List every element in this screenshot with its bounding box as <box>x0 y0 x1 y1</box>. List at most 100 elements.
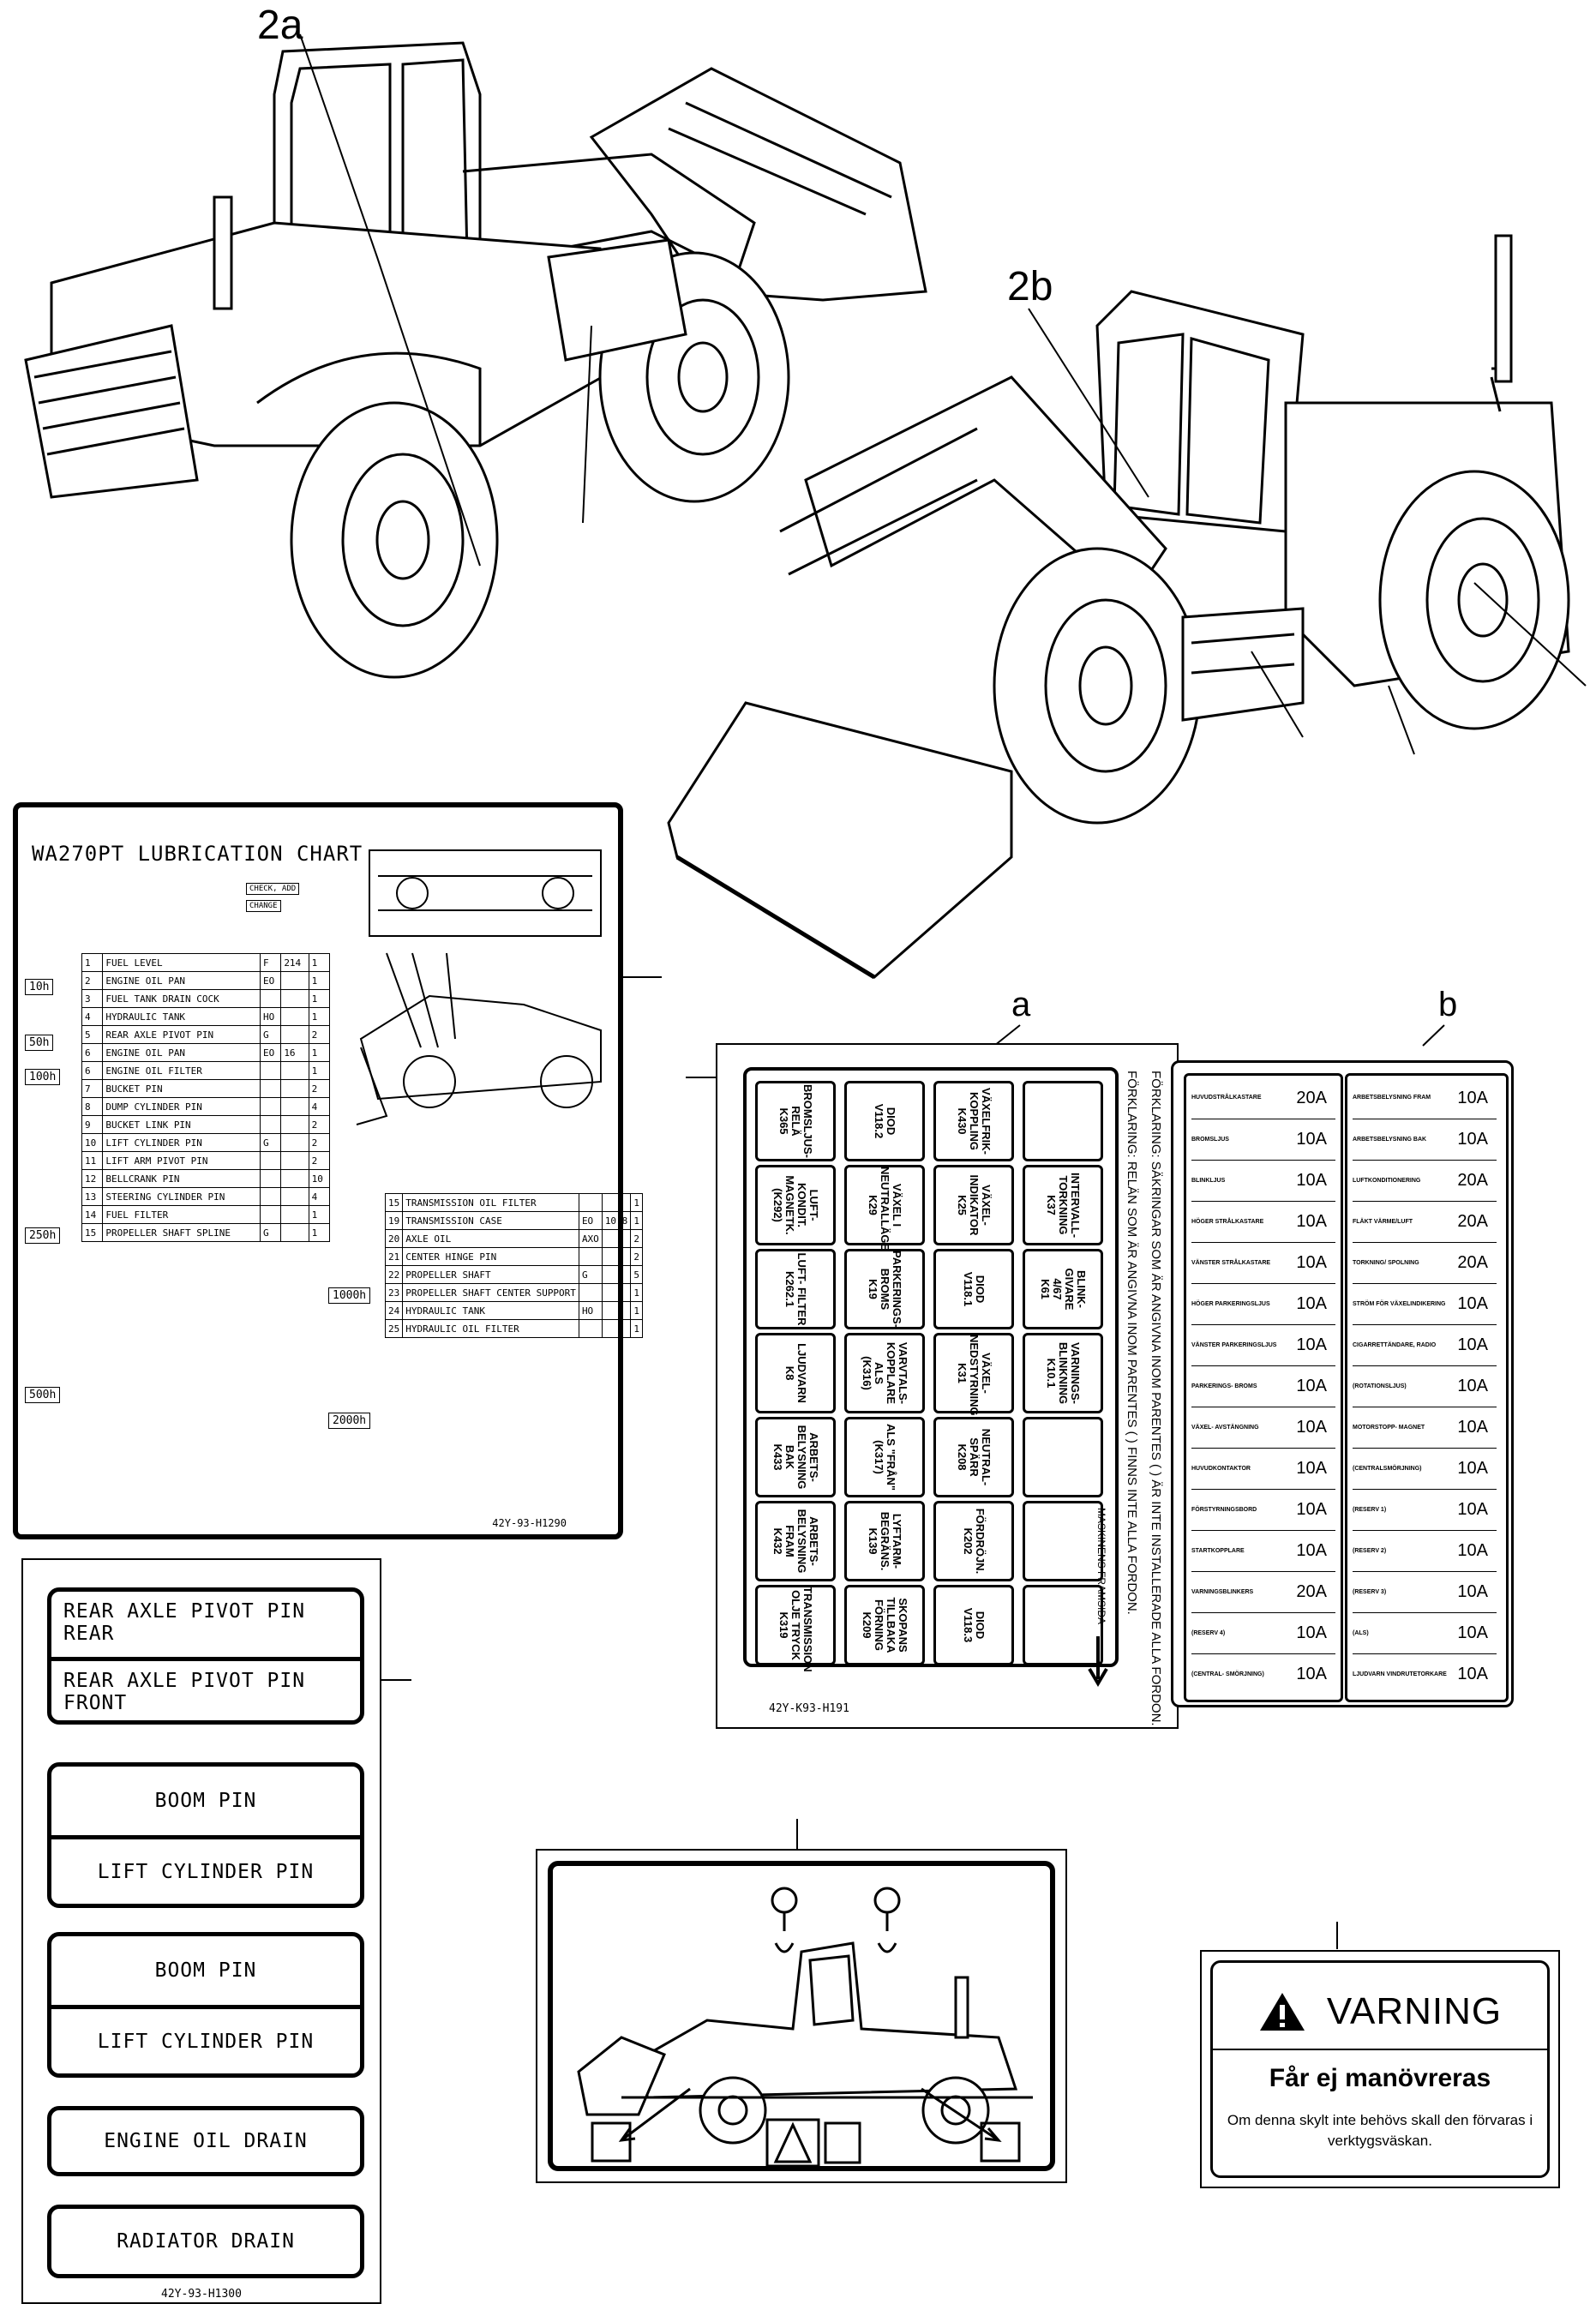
fuse-amperage: 10A <box>1457 1459 1488 1478</box>
lub-cell-oil: HO <box>578 1301 603 1320</box>
fuse-amperage: 10A <box>1457 1623 1488 1642</box>
lub-cell-n: 6 <box>81 1061 104 1080</box>
relay-cell-label: INTERVALL- TORKNING K37 <box>1045 1172 1082 1239</box>
fuse-label: CIGARRETTÄNDARE, RADIO <box>1353 1341 1437 1348</box>
lub-cell-n: 12 <box>81 1169 104 1188</box>
warning-label: VARNING Får ej manövreras Om denna skylt… <box>1200 1950 1560 2188</box>
lub-cell-b: 2 <box>308 1151 331 1170</box>
warning-divider <box>1213 2049 1547 2050</box>
relay-cell: VÄXELFRIK- KOPPLING K430 <box>933 1081 1014 1161</box>
relay-cell: DIOD V118.2 <box>844 1081 925 1161</box>
lub-cell-n: 7 <box>81 1079 104 1098</box>
lub-cell-n: 21 <box>384 1247 404 1266</box>
relay-cell <box>1023 1417 1103 1497</box>
fuse-label: MOTORSTOPP- MAGNET <box>1353 1424 1425 1431</box>
lub-cell-oil <box>259 1151 282 1170</box>
lub-cell-n: 15 <box>384 1193 404 1212</box>
fuse-amperage: 10A <box>1457 1418 1488 1437</box>
fuse-label: HÖGER STRÅLKASTARE <box>1191 1218 1264 1225</box>
fuse-label: (RESERV 1) <box>1353 1506 1387 1513</box>
check-add-label: CHECK, ADD <box>246 883 300 895</box>
fuse-amperage: 20A <box>1296 1088 1327 1107</box>
lub-cell-n: 3 <box>81 989 104 1008</box>
lub-cell-b: 1 <box>308 1043 331 1062</box>
lub-cell-b: 1 <box>308 971 331 990</box>
fuse-label: (ALS) <box>1353 1629 1369 1636</box>
fuse-label: LUFTKONDITIONERING <box>1353 1177 1421 1184</box>
lub-cell-b: 2 <box>308 1079 331 1098</box>
lub-cell-item: LIFT ARM PIVOT PIN <box>102 1151 261 1170</box>
callout-a: a <box>1011 986 1031 1023</box>
fuse-label: BLINKLJUS <box>1191 1177 1226 1184</box>
lub-cell-item: REAR AXLE PIVOT PIN <box>102 1025 261 1044</box>
pins-leader-line <box>381 1679 411 1681</box>
relay-cell-label: DIOD V118.3 <box>962 1607 987 1643</box>
callout-2a: 2a <box>257 3 303 48</box>
lub-cell-a: 16 <box>280 1043 309 1062</box>
lub-cell-oil <box>259 1169 282 1188</box>
lub-cell-item: DUMP CYLINDER PIN <box>102 1097 261 1116</box>
lub-cell-oil: EO <box>578 1211 603 1230</box>
callout-b: b <box>1438 986 1458 1023</box>
lub-cell-a <box>280 1205 309 1224</box>
lub-cell-n: 19 <box>384 1211 404 1230</box>
relay-cell: VÄXEL- NEDSTYRNING K31 <box>933 1333 1014 1416</box>
fuse-row: (RESERV 3)10A <box>1353 1571 1497 1612</box>
warning-text: Om denna skylt inte behövs skall den för… <box>1227 2112 1533 2149</box>
pin-label-radiator-drain: RADIATOR DRAIN <box>47 2205 364 2278</box>
lub-cell-a <box>280 1151 309 1170</box>
relay-cell <box>1023 1585 1103 1665</box>
lub-cell-a <box>601 1265 632 1284</box>
lub-cell-item: AXLE OIL <box>402 1229 579 1248</box>
lub-cell-b: 1 <box>308 1205 331 1224</box>
lub-cell-a <box>601 1193 632 1212</box>
pin-label-boom-2: BOOM PIN LIFT CYLINDER PIN <box>47 1932 364 2078</box>
machine-front-label: MASKINENS FRAMSIDA <box>1095 1508 1107 1625</box>
relay-cell: ARBETS- BELYSNING FRAM K432 <box>755 1501 836 1581</box>
lub-cell-a: 10.8 <box>601 1211 632 1230</box>
lub-cell-b: 1 <box>630 1283 643 1302</box>
fuse-label: STRÖM FÖR VÄXELINDIKERING <box>1353 1300 1446 1307</box>
fuse-label: (RESERV 2) <box>1353 1547 1387 1554</box>
lub-cell-oil: G <box>259 1223 282 1242</box>
lub-cell-item: ENGINE OIL PAN <box>102 971 261 990</box>
lub-cell-a: 214 <box>280 953 309 972</box>
lub-cell-n: 24 <box>384 1301 404 1320</box>
relay-cell-label: DIOD V118.1 <box>962 1271 987 1307</box>
interval-1000h: 1000h <box>328 1287 371 1304</box>
fuse-row: (CENTRAL- SMÖRJNING)10A <box>1191 1653 1335 1695</box>
label-engine-oil-drain: ENGINE OIL DRAIN <box>104 2130 308 2152</box>
fuse-label: HUVUDKONTAKTOR <box>1191 1465 1251 1472</box>
relay-cell: BLINK- GIVARE 4/67 K61 <box>1023 1249 1103 1329</box>
relay-cell-label: VÄXEL I NEUTRALLÄGE K29 <box>867 1167 903 1251</box>
fuse-label: TORKNING/ SPOLNING <box>1353 1259 1419 1266</box>
interval-100h: 100h <box>25 1069 61 1085</box>
lub-cell-b: 2 <box>308 1115 331 1134</box>
lub-cell-oil <box>259 1205 282 1224</box>
lub-cell-a <box>280 1007 309 1026</box>
lub-chart-title: WA270PT LUBRICATION CHART <box>32 842 363 866</box>
relay-cell: VARNINGS- BLINKNING K10.1 <box>1023 1333 1103 1413</box>
fuse-label: ARBETSBELYSNING FRAM <box>1353 1095 1431 1101</box>
lub-cell-item: FUEL FILTER <box>102 1205 261 1224</box>
fuse-row: (RESERV 2)10A <box>1353 1530 1497 1571</box>
lub-cell-oil <box>578 1247 603 1266</box>
lub-cell-oil: EO <box>259 1043 282 1062</box>
lub-cell-item: BUCKET LINK PIN <box>102 1115 261 1134</box>
relay-cell-label: LUFT- KONDIT. MAGNETK. (K292) <box>771 1175 820 1235</box>
lub-cell-a <box>601 1319 632 1338</box>
fuse-label: VÄNSTER STRÅLKASTARE <box>1191 1259 1271 1266</box>
lub-cell-item: ENGINE OIL PAN <box>102 1043 261 1062</box>
fuse-leader-line <box>686 1077 716 1078</box>
